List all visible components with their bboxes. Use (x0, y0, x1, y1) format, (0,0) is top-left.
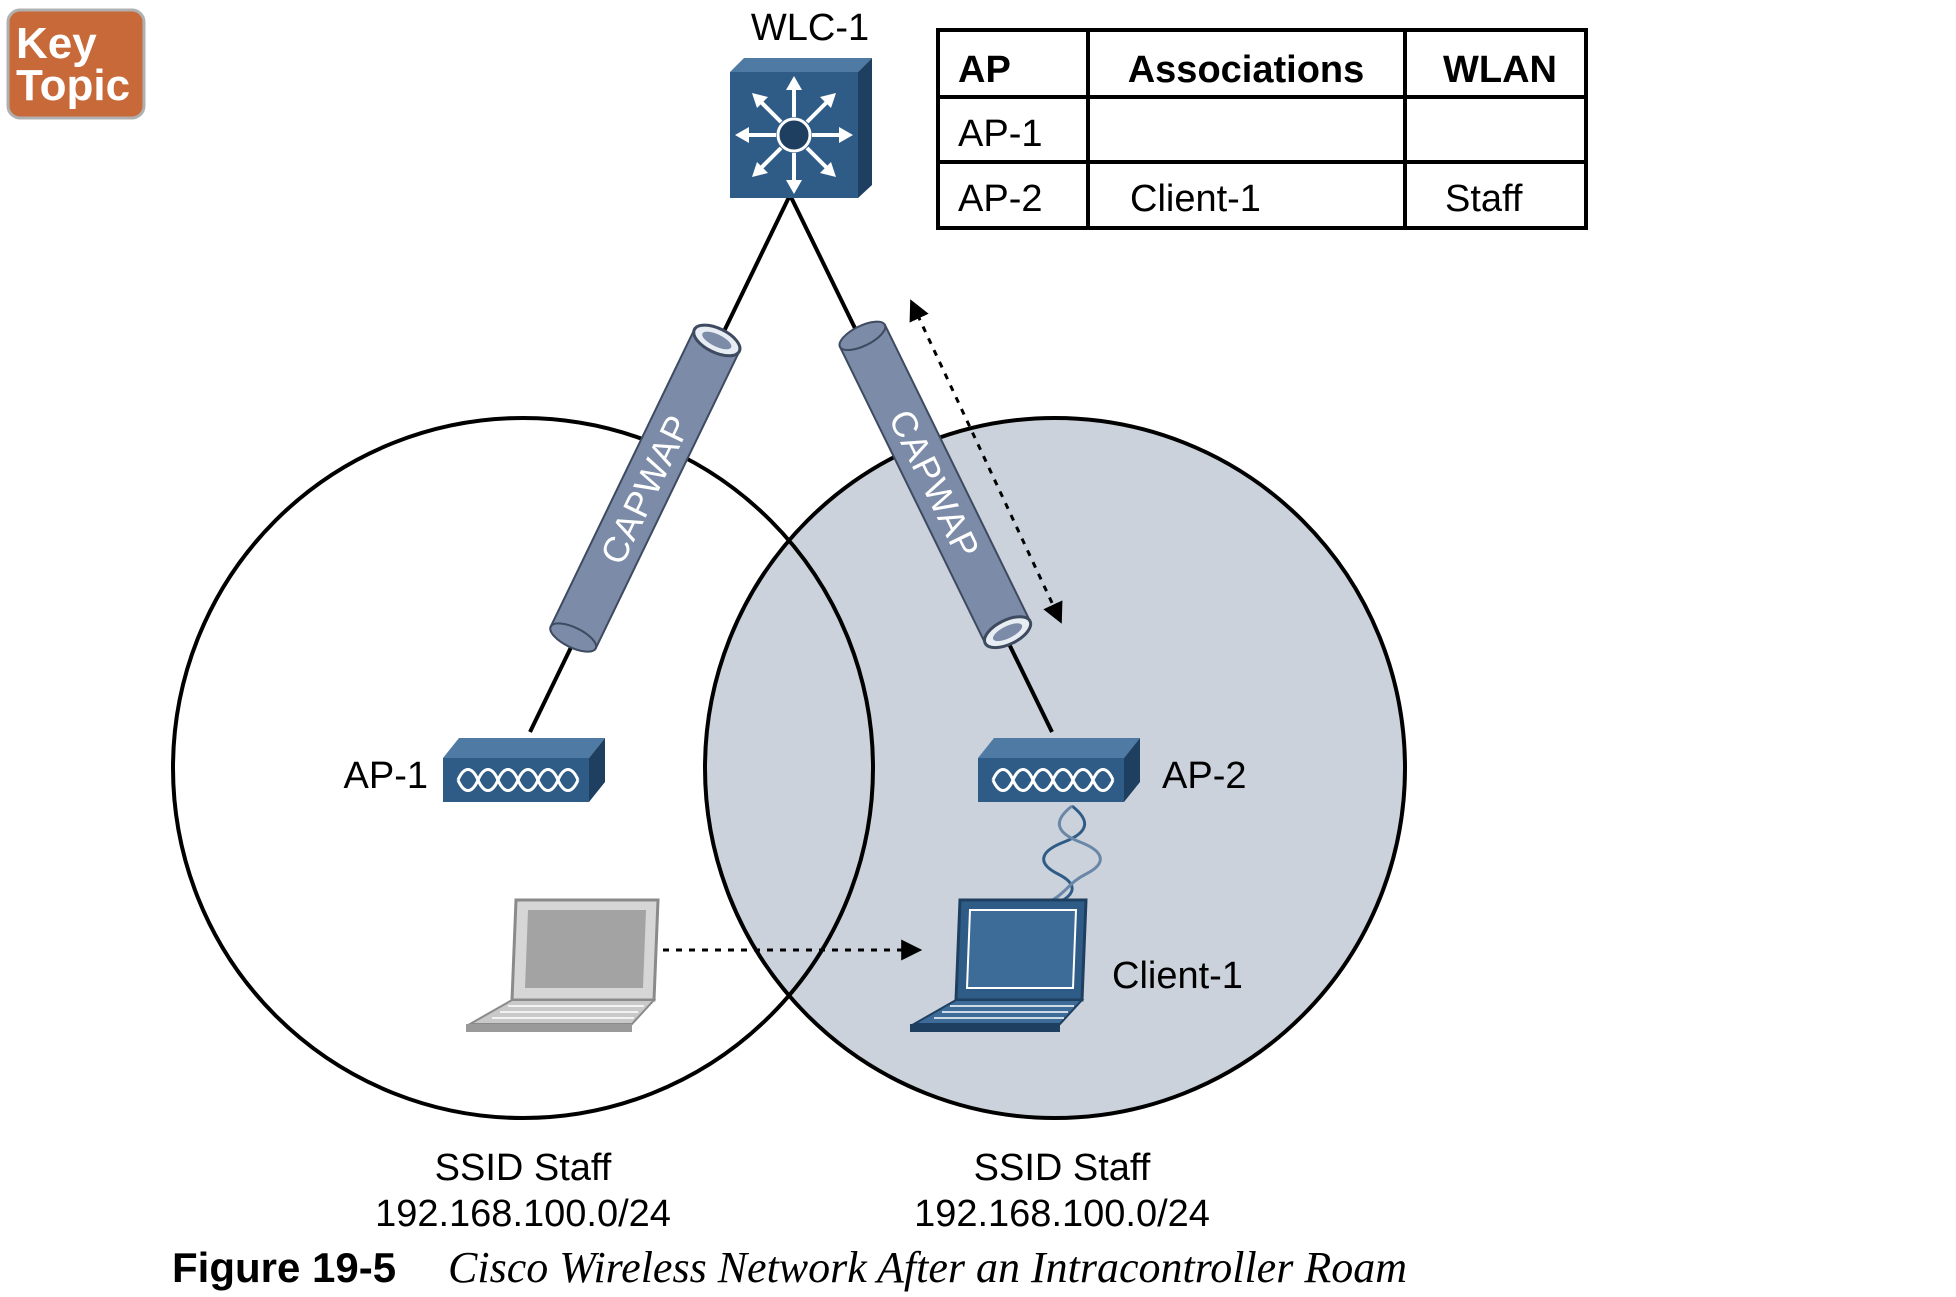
table-row2-ap: AP-2 (958, 178, 1042, 220)
badge-line1: Key (16, 19, 97, 68)
left-cell-subnet: 192.168.100.0/24 (375, 1193, 671, 1235)
figure-number: Figure 19-5 (172, 1244, 396, 1291)
client1-label: Client-1 (1112, 955, 1243, 997)
badge-line2: Topic (16, 61, 130, 110)
left-coverage-cell (171, 416, 875, 1120)
client-previous-position-laptop-icon (466, 898, 660, 1032)
table-row2-associations: Client-1 (1130, 178, 1261, 220)
ap1-label: AP-1 (344, 755, 428, 797)
capwap-tunnel-left: CAPWAP (549, 323, 742, 653)
table-header-ap: AP (958, 49, 1011, 91)
right-cell-ssid: SSID Staff (974, 1147, 1151, 1189)
wireless-link-icon (1039, 804, 1102, 908)
ap1-device (443, 738, 605, 802)
client1-laptop-icon (910, 898, 1088, 1032)
wlc-controller: WLC-1 (730, 7, 872, 198)
right-cell-subnet: 192.168.100.0/24 (914, 1193, 1210, 1235)
switch-arrows-icon (735, 76, 853, 194)
table-header-associations: Associations (1128, 49, 1365, 91)
key-topic-badge: Key Topic (6, 8, 146, 120)
table-header-wlan: WLAN (1443, 49, 1557, 91)
figure-title: Cisco Wireless Network After an Intracon… (448, 1243, 1407, 1292)
wlc-label: WLC-1 (751, 7, 869, 49)
roam-control-arrow (909, 299, 1063, 624)
table-row1-ap: AP-1 (958, 113, 1042, 155)
ap2-label: AP-2 (1162, 755, 1246, 797)
left-cell-ssid: SSID Staff (435, 1147, 612, 1189)
association-table: AP Associations WLAN AP-1 AP-2 Client-1 … (936, 28, 1588, 230)
ap2-device (978, 738, 1140, 802)
table-row2-wlan: Staff (1445, 178, 1523, 220)
